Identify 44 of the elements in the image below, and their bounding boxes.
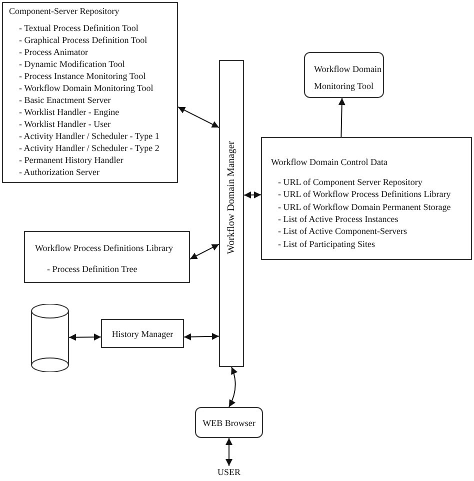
node-label: WEB Browser (202, 418, 256, 428)
box-heading: Workflow Process Definitions Library (35, 242, 173, 254)
database-cylinder (31, 304, 69, 372)
list-item: - Permanent History Handler (19, 154, 124, 166)
list-item: - Worklist Handler - User (19, 118, 111, 130)
arrow (178, 106, 220, 128)
box-heading: Component-Server Repository (9, 5, 120, 17)
list-item: - URL of Workflow Domain Permanent Storage (278, 200, 451, 213)
list-item: - Basic Enactment Server (19, 94, 111, 106)
box-heading: Workflow Domain Monitoring Tool (314, 63, 383, 93)
list-item: - List of Participating Sites (278, 238, 375, 250)
list-item: - Workflow Domain Monitoring Tool (19, 82, 154, 94)
list-item: - Activity Handler / Scheduler - Type 1 (19, 130, 160, 142)
list-item: - List of Active Component-Servers (278, 225, 407, 238)
process-box (195, 407, 263, 438)
list-item: - URL of Component Server Repository (278, 176, 422, 188)
list-item: - Authorization Server (19, 166, 100, 178)
arrow (184, 332, 220, 340)
list-item: - Process Definition Tree (47, 263, 138, 275)
arrow (244, 191, 262, 198)
list-item: - List of Active Process Instances (278, 212, 398, 225)
list-item: - Dynamic Modification Tool (19, 58, 125, 70)
library-box (24, 231, 190, 283)
manager-bar (219, 60, 244, 367)
node-label: USER (217, 467, 240, 477)
box-heading: Workflow Domain Control Data (271, 156, 388, 168)
list-item: - Textual Process Definition Tool (19, 22, 138, 34)
list-item: - Graphical Process Definition Tool (19, 34, 148, 46)
bar-label: Workflow Domain Manager (226, 141, 238, 254)
arrow (190, 244, 220, 260)
list-item: - URL of Workflow Process Definitions Library (278, 188, 451, 200)
arrow (228, 366, 238, 408)
arrow (226, 438, 232, 466)
list-item: - Process Animator (19, 46, 88, 58)
list-item: - Worklist Handler - Engine (19, 106, 120, 118)
process-box (101, 319, 184, 348)
node-label: History Manager (112, 328, 174, 338)
list-item: - Process Instance Monitoring Tool (19, 70, 146, 82)
arrow (68, 334, 102, 341)
arrow (338, 98, 346, 138)
repository-box (2, 2, 178, 183)
control-data-box (261, 137, 472, 260)
tool-box (304, 52, 384, 98)
list-item: - Activity Handler / Scheduler - Type 2 (19, 142, 160, 154)
